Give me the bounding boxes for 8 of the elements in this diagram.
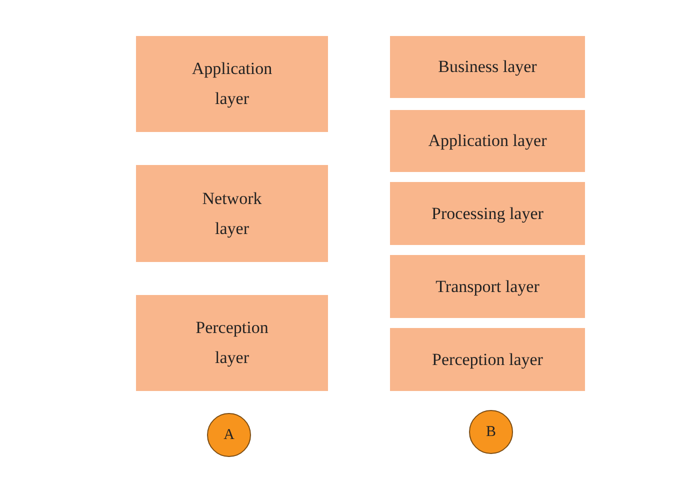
layer-box: Processing layer — [390, 182, 585, 245]
layer-box: Transport layer — [390, 255, 585, 318]
layer-box: Network layer — [136, 165, 328, 262]
layer-box: Perception layer — [390, 328, 585, 391]
layer-box: Perception layer — [136, 295, 328, 391]
layer-box: Application layer — [390, 110, 585, 172]
layer-box: Application layer — [136, 36, 328, 132]
layer-box: Business layer — [390, 36, 585, 98]
